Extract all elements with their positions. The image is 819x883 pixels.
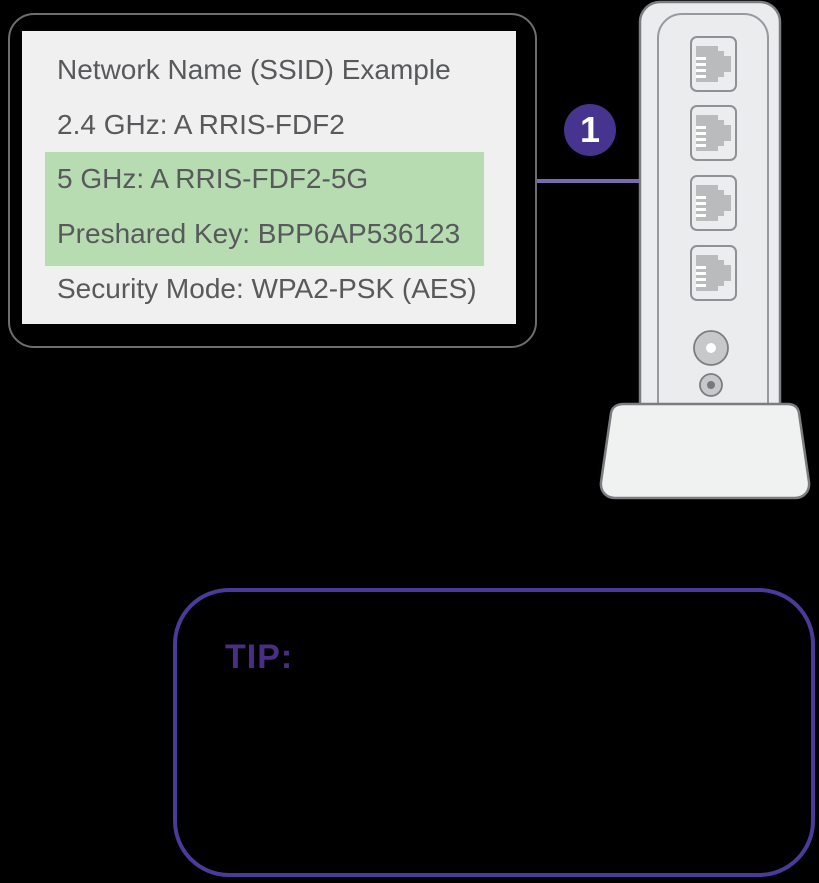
rj45-jack-icon bbox=[696, 185, 731, 221]
callout-line-step-1 bbox=[537, 179, 643, 183]
rj45-jack-icon bbox=[696, 115, 731, 151]
network-label-callout-box: Network Name (SSID) Example 2.4 GHz: A R… bbox=[8, 13, 537, 348]
network-label-card: Network Name (SSID) Example 2.4 GHz: A R… bbox=[22, 31, 516, 324]
label-line-5ghz: 5 GHz: A RRIS-FDF2-5G bbox=[57, 163, 369, 194]
label-line-preshared-key: Preshared Key: BPP6AP536123 bbox=[57, 218, 461, 249]
router-stand-base bbox=[599, 402, 811, 500]
rj45-pins-icon bbox=[696, 126, 706, 147]
label-line-network-name: Network Name (SSID) Example bbox=[57, 54, 451, 85]
step-1-number: 1 bbox=[579, 109, 601, 150]
router-illustration bbox=[599, 0, 811, 500]
tip-box bbox=[173, 588, 815, 877]
rj45-jack-icon bbox=[696, 255, 731, 291]
highlight-block bbox=[45, 152, 484, 266]
reset-button-icon bbox=[699, 373, 723, 397]
ethernet-port-4 bbox=[690, 245, 737, 301]
ethernet-port-3 bbox=[690, 175, 737, 231]
rj45-jack-icon bbox=[696, 46, 731, 82]
step-1-badge: 1 bbox=[564, 104, 616, 156]
rj45-pins-icon bbox=[696, 266, 706, 287]
rj45-pins-icon bbox=[696, 57, 706, 78]
ethernet-port-2 bbox=[690, 105, 737, 161]
ethernet-port-1 bbox=[690, 36, 737, 92]
coax-connector-icon bbox=[693, 330, 729, 366]
rj45-pins-icon bbox=[696, 196, 706, 217]
label-line-2-4ghz: 2.4 GHz: A RRIS-FDF2 bbox=[57, 109, 345, 140]
tip-label: TIP: bbox=[225, 638, 294, 676]
label-line-security-mode: Security Mode: WPA2-PSK (AES) bbox=[57, 273, 477, 304]
